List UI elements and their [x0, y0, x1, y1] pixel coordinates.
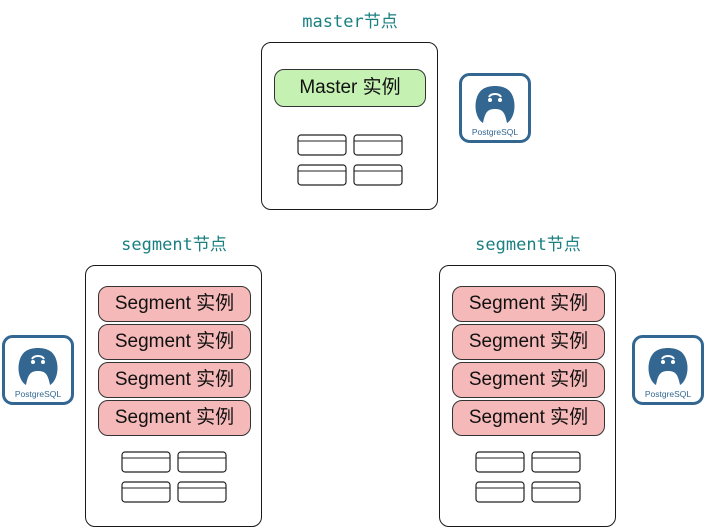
- segment-right-box: Segment 实例 Segment 实例 Segment 实例 Segment…: [439, 265, 616, 527]
- postgresql-logo-text: PostgreSQL: [15, 389, 62, 399]
- segment-instance: Segment 实例: [98, 286, 251, 322]
- segment-instance: Segment 实例: [452, 362, 605, 398]
- master-node-title: master节点: [302, 12, 398, 32]
- postgresql-logo-icon: PostgreSQL: [632, 335, 704, 405]
- master-node-box: Master 实例: [261, 42, 438, 210]
- segment-instance: Segment 实例: [452, 324, 605, 360]
- disk-icon: [177, 451, 227, 473]
- disk-icon: [353, 164, 403, 186]
- disk-icon: [177, 481, 227, 503]
- disk-icon: [121, 481, 171, 503]
- disk-icon: [297, 164, 347, 186]
- disk-icon: [475, 481, 525, 503]
- segment-instance: Segment 实例: [98, 362, 251, 398]
- disk-icon: [297, 134, 347, 156]
- disk-icon: [531, 451, 581, 473]
- postgresql-logo-icon: PostgreSQL: [2, 335, 74, 405]
- disk-icon: [475, 451, 525, 473]
- segment-right-title: segment节点: [475, 235, 581, 255]
- segment-instance: Segment 实例: [452, 400, 605, 436]
- segment-left-box: Segment 实例 Segment 实例 Segment 实例 Segment…: [85, 265, 262, 527]
- postgresql-logo-text: PostgreSQL: [472, 127, 519, 137]
- segment-instance: Segment 实例: [98, 324, 251, 360]
- segment-left-title: segment节点: [121, 235, 227, 255]
- master-disk-group: [297, 134, 403, 186]
- segment-left-disk-group: [121, 451, 227, 503]
- master-instance: Master 实例: [274, 69, 426, 107]
- disk-icon: [531, 481, 581, 503]
- postgresql-logo-text: PostgreSQL: [645, 389, 692, 399]
- disk-icon: [353, 134, 403, 156]
- segment-instance: Segment 实例: [452, 286, 605, 322]
- segment-right-disk-group: [475, 451, 581, 503]
- postgresql-logo-icon: PostgreSQL: [459, 73, 531, 143]
- segment-instance: Segment 实例: [98, 400, 251, 436]
- disk-icon: [121, 451, 171, 473]
